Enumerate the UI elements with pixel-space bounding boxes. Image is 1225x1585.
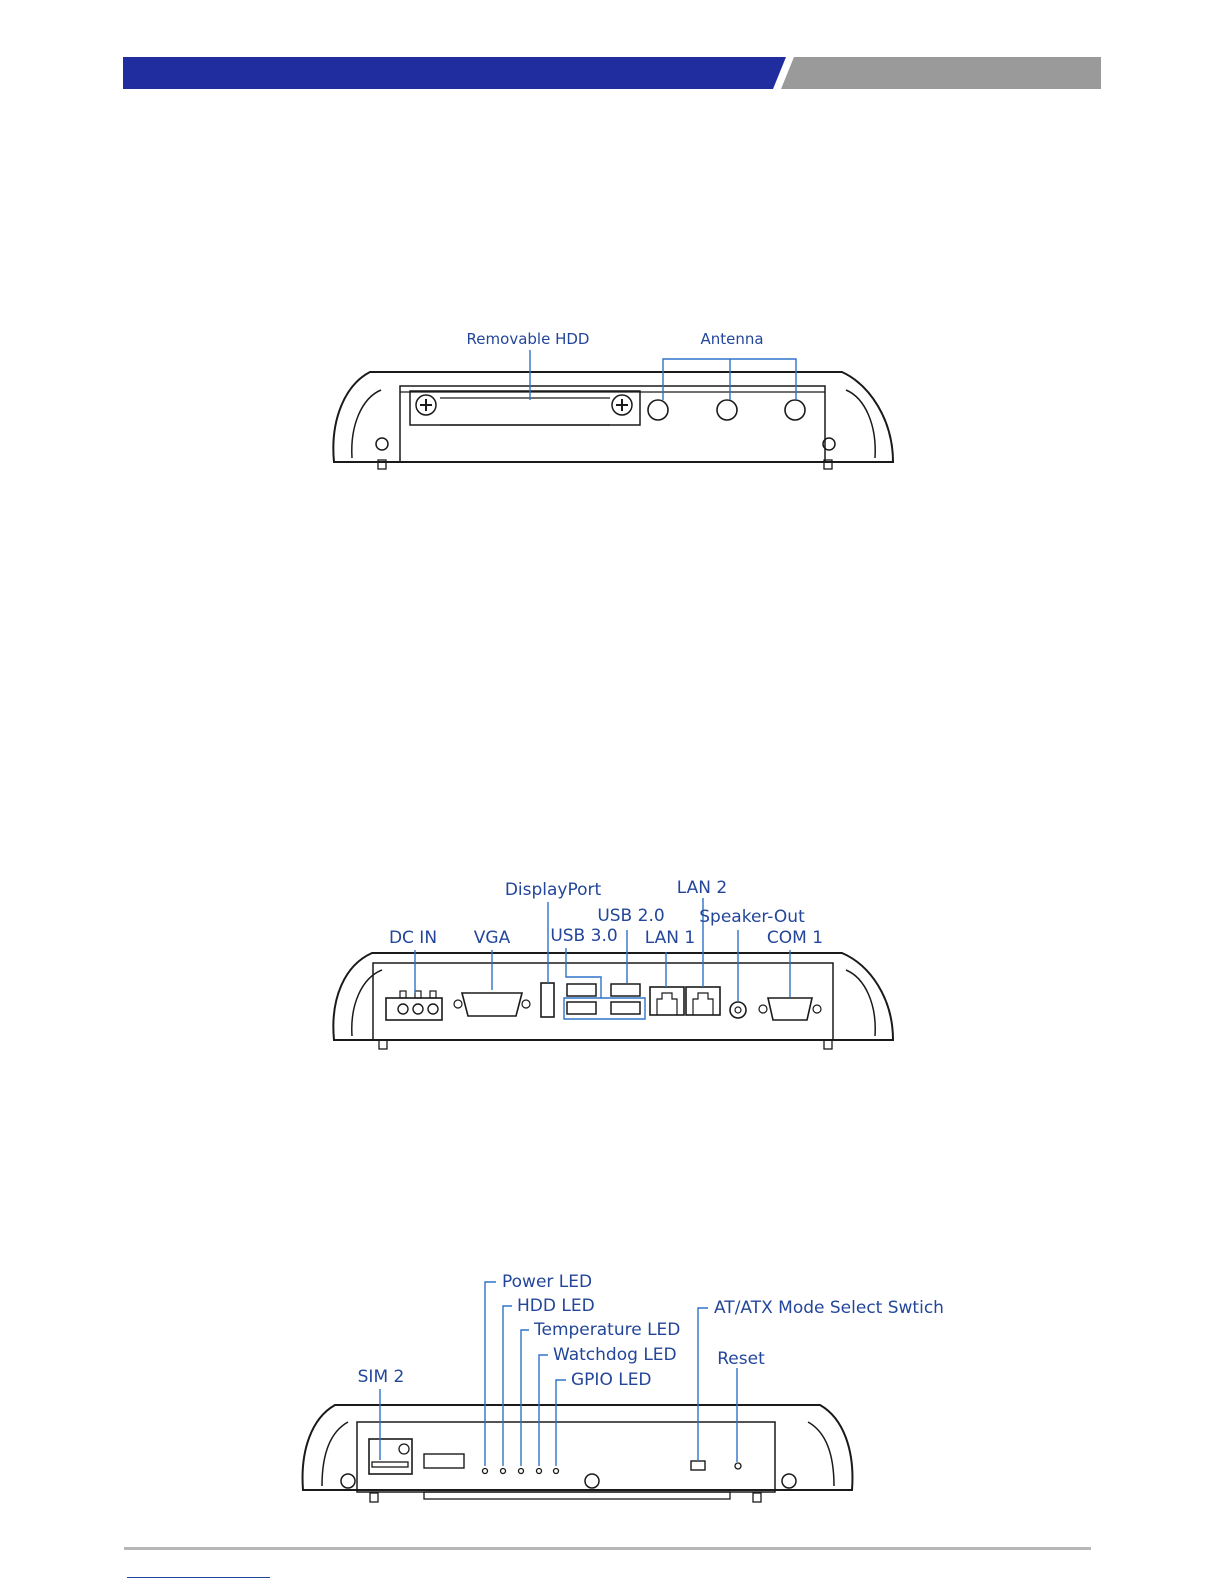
chassis-top-view [333, 372, 893, 469]
lan2-port [686, 987, 720, 1015]
displayport-connector [541, 983, 554, 1017]
temperature-led-dot [519, 1469, 524, 1474]
label-lan2: LAN 2 [677, 878, 727, 898]
pin-header [424, 1454, 464, 1468]
lan1-port [650, 987, 684, 1015]
label-power-led: Power LED [502, 1272, 592, 1292]
chassis-front-view [303, 1405, 853, 1502]
usb20-port-1 [611, 984, 640, 996]
antenna-connectors [648, 400, 805, 420]
label-reset: Reset [717, 1349, 765, 1369]
watchdog-led-dot [537, 1469, 542, 1474]
label-at-atx-switch: AT/ATX Mode Select Swtich [714, 1298, 944, 1318]
footer-link-underline [127, 1577, 270, 1578]
top-view-diagram: Removable HDD Antenna [0, 320, 1225, 490]
label-sim2: SIM 2 [358, 1367, 405, 1387]
usb30-port-2 [567, 1002, 596, 1014]
header-blue-bar [123, 57, 786, 89]
label-antenna: Antenna [700, 330, 763, 348]
hdd-led-dot [501, 1469, 506, 1474]
label-dc-in: DC IN [389, 928, 437, 948]
usb30-port-1 [567, 984, 596, 996]
usb20-port-2 [611, 1002, 640, 1014]
label-temperature-led: Temperature LED [533, 1320, 680, 1340]
at-atx-switch [691, 1461, 705, 1470]
front-panel-diagram: SIM 2 Power LED HDD LED Temperature LED … [0, 1265, 1225, 1510]
power-led-dot [483, 1469, 488, 1474]
label-removable-hdd: Removable HDD [467, 330, 590, 348]
label-displayport: DisplayPort [505, 880, 602, 900]
label-speaker-out: Speaker-Out [699, 907, 805, 927]
label-hdd-led: HDD LED [517, 1296, 595, 1316]
label-com1: COM 1 [767, 928, 823, 948]
reset-button [735, 1463, 741, 1469]
com1-connector [768, 998, 812, 1020]
rear-io-diagram: DC IN VGA DisplayPort USB 3.0 USB 2.0 LA… [0, 870, 1225, 1070]
front-panel-parts [369, 1439, 741, 1474]
label-lan1: LAN 1 [645, 928, 695, 948]
vga-connector [462, 993, 522, 1016]
label-watchdog-led: Watchdog LED [553, 1345, 677, 1365]
label-gpio-led: GPIO LED [571, 1370, 652, 1390]
speaker-out-jack [730, 1002, 746, 1018]
label-usb30: USB 3.0 [550, 926, 617, 946]
dc-in-connector [386, 998, 442, 1020]
header-gray-bar [781, 57, 1101, 89]
label-vga: VGA [474, 928, 511, 948]
chassis-rear-view [333, 953, 893, 1049]
gpio-led-dot [554, 1469, 559, 1474]
label-usb20: USB 2.0 [597, 906, 664, 926]
header-band [0, 0, 1225, 100]
rear-ports [386, 983, 821, 1020]
footer-rule [124, 1547, 1091, 1550]
